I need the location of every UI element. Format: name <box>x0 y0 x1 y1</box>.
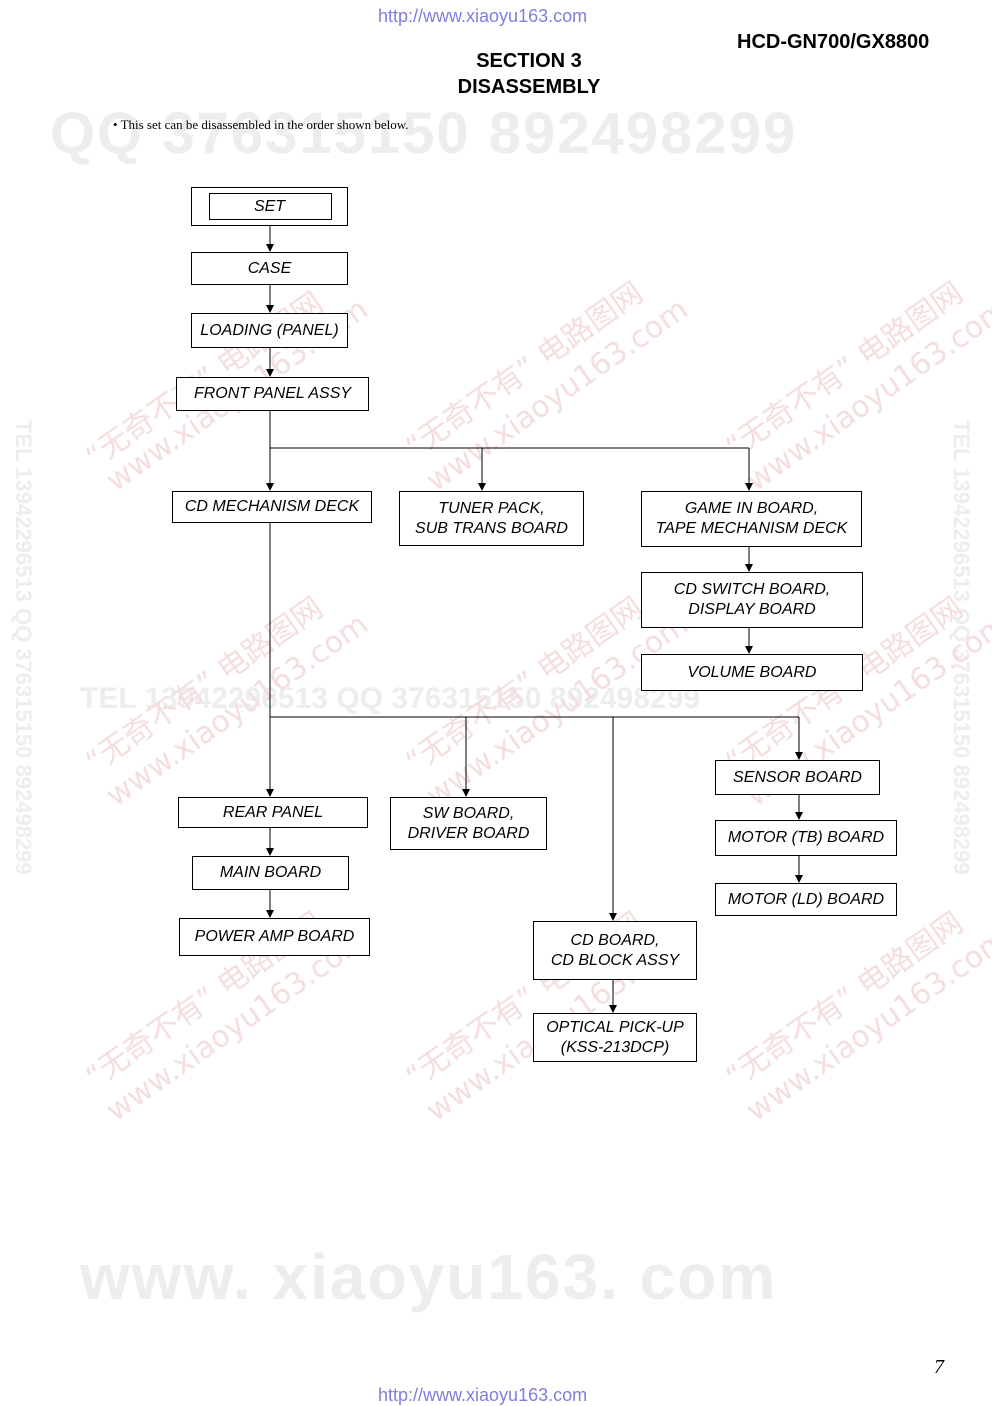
box-motor-ld-board: MOTOR (LD) BOARD <box>715 883 897 916</box>
box-motor-tb-board: MOTOR (TB) BOARD <box>715 820 897 856</box>
box-rear-panel: REAR PANEL <box>178 797 368 828</box>
box-power-amp-board: POWER AMP BOARD <box>179 918 370 956</box>
box-loading-panel: LOADING (PANEL) <box>191 313 348 348</box>
box-optical-pickup: OPTICAL PICK-UP (KSS-213DCP) <box>533 1013 697 1062</box>
box-cd-mechanism-deck: CD MECHANISM DECK <box>172 491 372 523</box>
box-game-in-board: GAME IN BOARD, TAPE MECHANISM DECK <box>641 491 862 547</box>
box-case: CASE <box>191 252 348 285</box>
box-cd-board: CD BOARD, CD BLOCK ASSY <box>533 921 697 980</box>
box-set-label: SET <box>253 197 286 215</box>
box-set: SET <box>191 187 348 226</box>
section-number: SECTION 3 <box>476 50 582 72</box>
header-url[interactable]: http://www.xiaoyu163.com <box>378 6 588 26</box>
box-set-inner-frame <box>209 193 332 220</box>
box-front-panel-assy: FRONT PANEL ASSY <box>176 377 369 411</box>
page-number: 7 <box>934 1356 944 1378</box>
box-volume-board: VOLUME BOARD <box>641 654 863 691</box>
footer-url[interactable]: http://www.xiaoyu163.com <box>378 1385 588 1405</box>
box-sw-board: SW BOARD, DRIVER BOARD <box>390 797 547 850</box>
box-main-board: MAIN BOARD <box>192 856 349 890</box>
section-name: DISASSEMBLY <box>457 76 601 98</box>
box-cd-switch-board: CD SWITCH BOARD, DISPLAY BOARD <box>641 572 863 628</box>
intro-note: • This set can be disassembled in the or… <box>113 117 409 132</box>
section-title: SECTION 3 DISASSEMBLY <box>429 48 629 100</box>
box-tuner-pack: TUNER PACK, SUB TRANS BOARD <box>399 491 584 546</box>
box-sensor-board: SENSOR BOARD <box>715 760 880 795</box>
model-number: HCD-GN700/GX8800 <box>737 31 930 53</box>
